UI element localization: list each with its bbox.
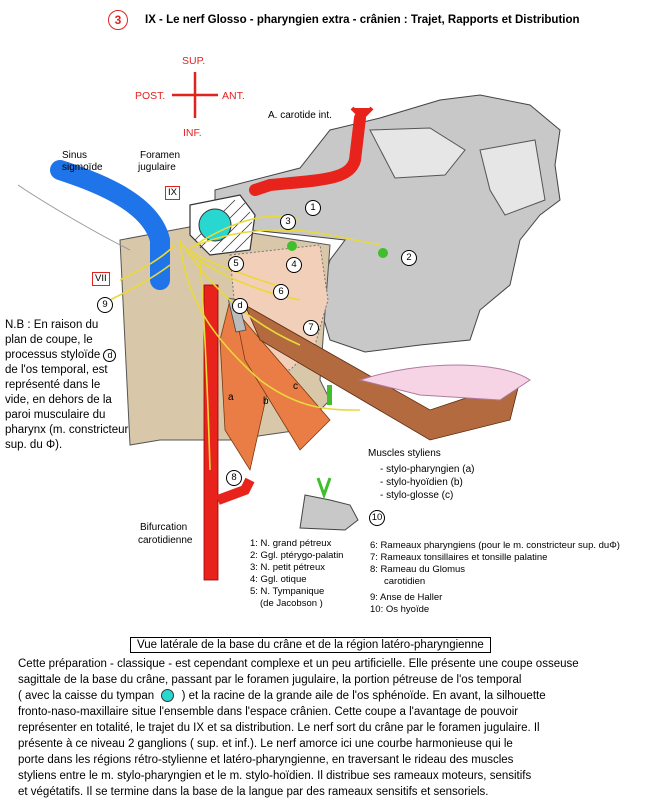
otic-ganglion [287,241,297,251]
internal-carotid-artery [249,112,366,196]
label-c: c [293,381,298,392]
sigmoid-sinus-vein [50,160,170,290]
nasal-cavity-outline [479,139,546,216]
figure-caption: Vue latérale de la base du crâne et de l… [130,637,491,653]
muscle-b: - stylo-hyoïdien (b) [380,477,463,488]
circle-1: 1 [305,200,321,216]
external-carotid [216,477,255,505]
circle-7: 7 [303,320,319,336]
circle-6: 6 [273,284,289,300]
circle-10: 10 [369,510,385,526]
carotid-trunk [203,284,219,581]
label-foramen-2: jugulaire [138,162,176,173]
circle-5: 5 [228,256,244,272]
orientation-ant: ANT. [222,90,245,102]
circle-3: 3 [280,214,296,230]
orbit-bone-outline [369,127,466,179]
label-bifurcation-2: carotidienne [138,535,193,546]
page-title: IX - Le nerf Glosso - pharyngien extra -… [145,14,580,26]
anatomy-diagram [17,72,561,581]
figure-number-badge: 3 [108,10,128,30]
label-sinus-1: Sinus [62,150,88,161]
tympan-dot [161,689,175,703]
pterygopalatine-ganglion [378,248,388,258]
orientation-inf: INF. [183,127,202,139]
nb-note: N.B : En raison du plan de coupe, le pro… [5,319,129,451]
label-sinus-2: sigmoïde [62,162,103,173]
circle-8: 8 [226,470,242,486]
muscle-a: - stylo-pharyngien (a) [380,464,475,475]
label-vii-box: VII [92,272,110,286]
orientation-cross [172,72,218,118]
circle-d: d [232,298,248,314]
orientation-sup: SUP. [182,55,206,67]
legend-left: 1: N. grand pétreux 2: Ggl. ptérygo-pala… [250,538,344,609]
label-bifurcation-1: Bifurcation [140,522,188,533]
skull-base-bone [214,94,561,353]
muscles-title: Muscles styliens [368,448,441,459]
legend-right: 6: Rameaux pharyngiens (pour le m. const… [370,540,620,615]
circle-2: 2 [401,250,417,266]
glossopharyngeal-nerve-trunk [179,239,361,411]
circle-9: 9 [97,297,113,313]
tongue-base [358,364,531,401]
orientation-post: POST. [135,90,166,102]
tympanic-cavity [198,208,232,242]
muscle-c: - stylo-glosse (c) [380,490,454,501]
hyoid-bone [299,494,359,531]
stylohyoid-muscle [234,308,331,451]
label-ix-box: IX [165,186,180,200]
label-b: b [263,396,269,407]
label-foramen-1: Foramen [140,150,181,161]
label-carotide-int: A. carotide int. [268,110,332,121]
label-a: a [228,392,234,403]
styloglossus-muscle [244,304,521,441]
description-paragraph: Cette préparation - classique - est cepe… [18,658,579,798]
circle-4: 4 [286,257,302,273]
